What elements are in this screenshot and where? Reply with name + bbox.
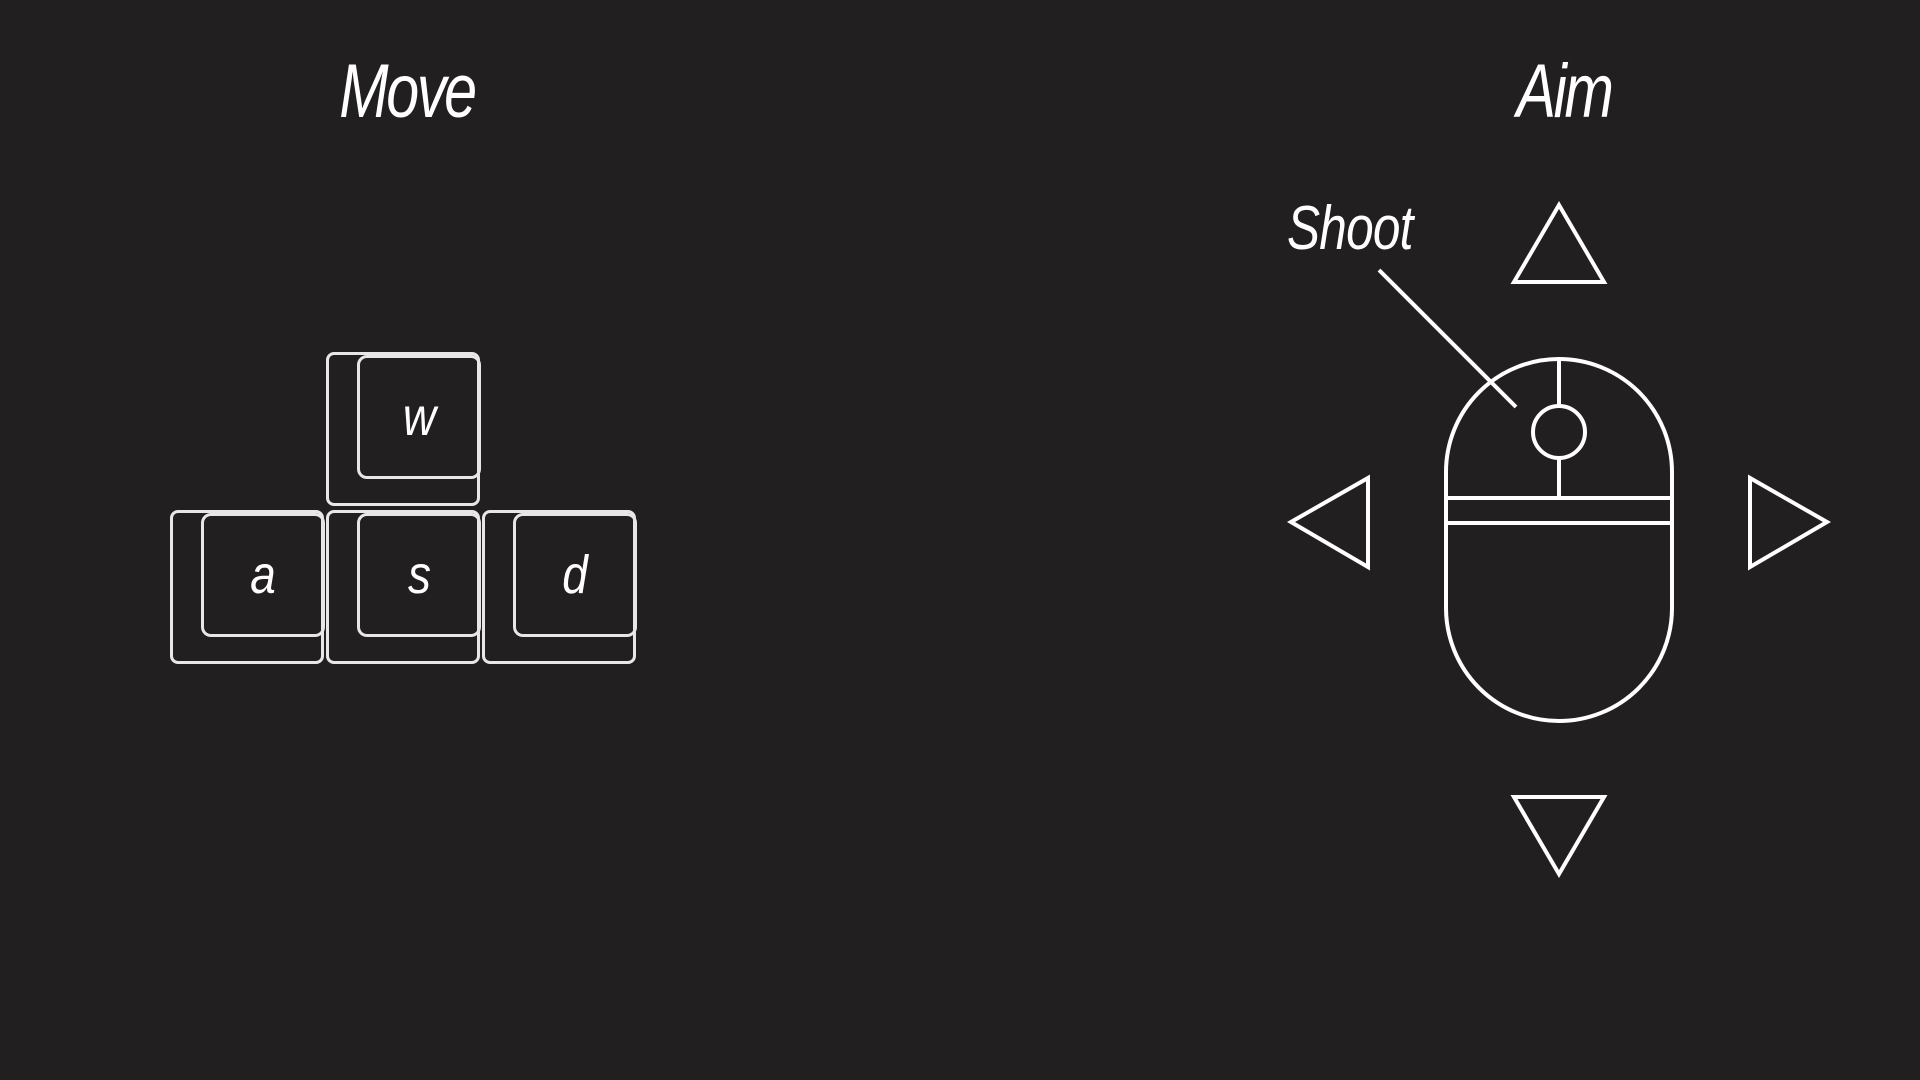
mouse-icon [1444,357,1674,723]
key-w: w [326,352,481,506]
aim-heading: Aim [1516,49,1613,134]
key-s: s [326,510,481,664]
shoot-label: Shoot [1287,194,1413,263]
triangle-down-icon [1510,795,1608,878]
key-a: a [170,510,325,664]
key-d: d [482,510,637,664]
mouse-scroll-wheel [1531,404,1587,460]
triangle-left-icon [1287,474,1370,571]
key-a-label: a [250,545,276,605]
key-d-label: d [562,545,588,605]
triangle-right-icon [1748,474,1831,571]
triangle-up-icon [1510,201,1608,284]
move-heading: Move [339,49,477,134]
key-w-label: w [402,387,436,447]
shoot-pointer-line [1377,268,1518,409]
key-s-label: s [407,545,431,605]
